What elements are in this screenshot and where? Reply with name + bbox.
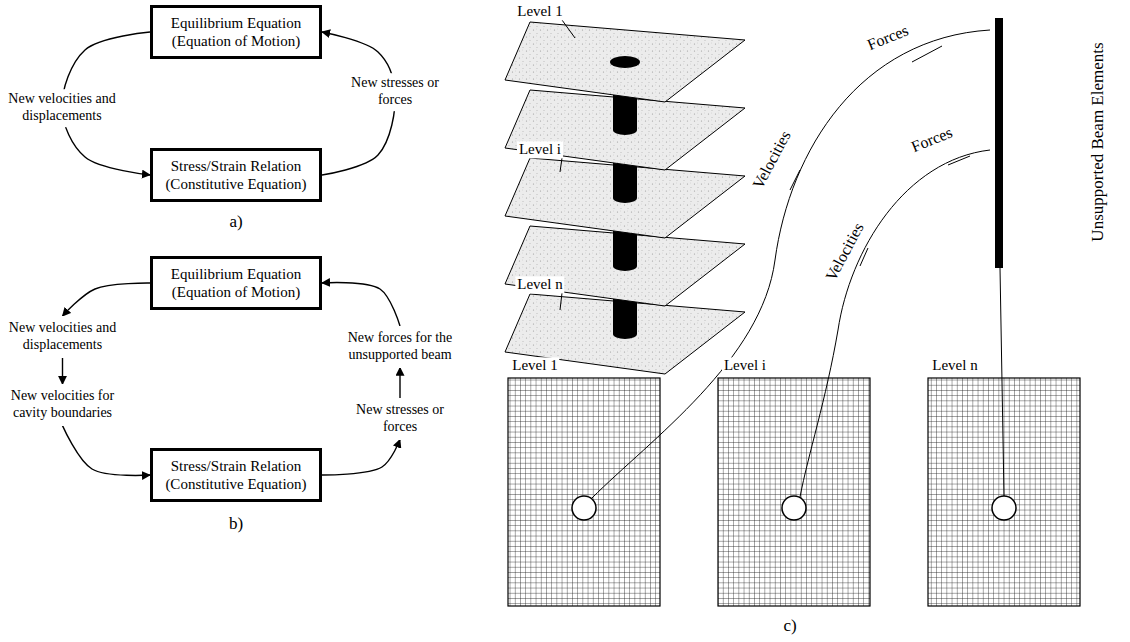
mesh-grid — [508, 378, 660, 606]
level-plane — [505, 22, 745, 102]
level-label: Level 1 — [510, 357, 559, 374]
step-text: New velocities and displacements — [0, 316, 125, 358]
level-label: Level i — [517, 141, 563, 158]
level-label: Level n — [930, 357, 979, 374]
flow-arrow — [63, 426, 151, 476]
node-text: Stress/Strain Relation (Constitutive Equ… — [159, 157, 313, 193]
leader-line — [562, 20, 575, 38]
leader-line — [560, 293, 562, 310]
leader-line — [560, 158, 562, 172]
beam-label: Unsupported Beam Elements — [1088, 40, 1108, 243]
node-text: New stresses or forces — [341, 402, 459, 436]
cavity-cylinder — [613, 329, 637, 339]
step-text: New stresses or forces — [338, 398, 462, 440]
beam-element — [995, 18, 1003, 268]
mesh-grid — [718, 378, 870, 606]
flow-arrow — [63, 283, 151, 316]
cavity-circle — [992, 496, 1016, 520]
leader-line — [800, 150, 990, 497]
cavity-circle — [572, 496, 596, 520]
flow-arrow — [322, 440, 400, 475]
node-text: Stress/Strain Relation (Constitutive Equ… — [159, 457, 313, 493]
node-text: New velocities and displacements — [3, 320, 122, 354]
edge-label: New velocities and displacements — [0, 89, 125, 127]
level-label: Level i — [722, 357, 768, 374]
process-box: Stress/Strain Relation (Constitutive Equ… — [150, 148, 322, 202]
node-text: New velocities for cavity boundaries — [3, 388, 122, 422]
node-text: Equilibrium Equation (Equation of Motion… — [159, 265, 313, 301]
cavity-cylinder — [613, 193, 637, 203]
cavity-hole — [610, 56, 640, 68]
flow-arrow — [399, 368, 400, 398]
process-box: Equilibrium Equation (Equation of Motion… — [150, 256, 322, 310]
process-box: Equilibrium Equation (Equation of Motion… — [150, 5, 322, 59]
direction-arrow — [790, 170, 800, 190]
node-text: Equilibrium Equation (Equation of Motion… — [159, 14, 313, 50]
direction-arrow — [860, 248, 868, 266]
level-label: Level 1 — [515, 3, 564, 20]
node-text: New forces for the unsupported beam — [331, 330, 469, 364]
flow-label: Velocities — [748, 126, 796, 194]
direction-arrow — [948, 156, 970, 165]
leader-line — [1000, 268, 1004, 496]
step-text: New forces for the unsupported beam — [328, 326, 472, 368]
panel-letter: a) — [227, 212, 244, 232]
flow-label: Forces — [863, 21, 913, 56]
cavity-cylinder — [613, 261, 637, 271]
flow-label: Forces — [907, 123, 957, 158]
step-text: New velocities for cavity boundaries — [0, 384, 125, 426]
direction-arrow — [912, 46, 942, 62]
level-label: Level n — [515, 276, 564, 293]
panel-letter: b) — [227, 514, 245, 534]
cavity-circle — [782, 496, 806, 520]
flow-arrow — [322, 283, 400, 326]
edge-label: New stresses or forces — [333, 73, 458, 111]
flow-label: Velocities — [821, 218, 869, 286]
panel-letter: c) — [781, 616, 798, 636]
cavity-cylinder — [613, 125, 637, 135]
process-box: Stress/Strain Relation (Constitutive Equ… — [150, 448, 322, 502]
leader-line — [592, 30, 990, 498]
flow-arrow — [62, 358, 63, 384]
